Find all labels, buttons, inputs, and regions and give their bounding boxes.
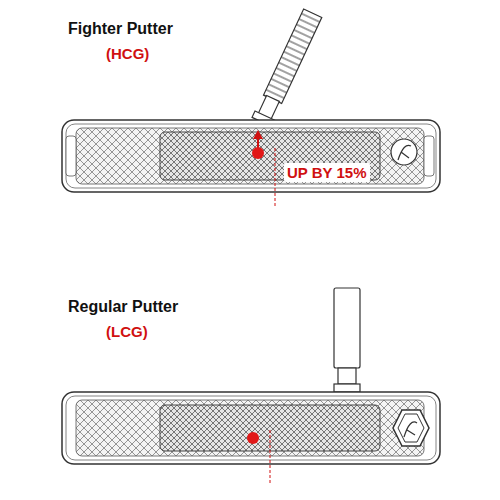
cg-tag-holder: (HCG) bbox=[106, 45, 149, 62]
putter-title: Regular Putter bbox=[68, 298, 178, 316]
putter-title-holder: Fighter Putter bbox=[68, 20, 173, 38]
cg-callout: UP BY 15% bbox=[284, 163, 370, 182]
cg-tag: (LCG) bbox=[106, 323, 148, 340]
putter-title: Fighter Putter bbox=[68, 20, 173, 38]
shaft bbox=[252, 9, 323, 127]
putter-title-holder: Regular Putter bbox=[68, 298, 178, 316]
shaft bbox=[334, 288, 360, 392]
cg-tag-holder: (LCG) bbox=[106, 323, 148, 340]
cg-callout-holder: UP BY 15% bbox=[284, 163, 370, 182]
cg-tag: (HCG) bbox=[106, 45, 149, 62]
